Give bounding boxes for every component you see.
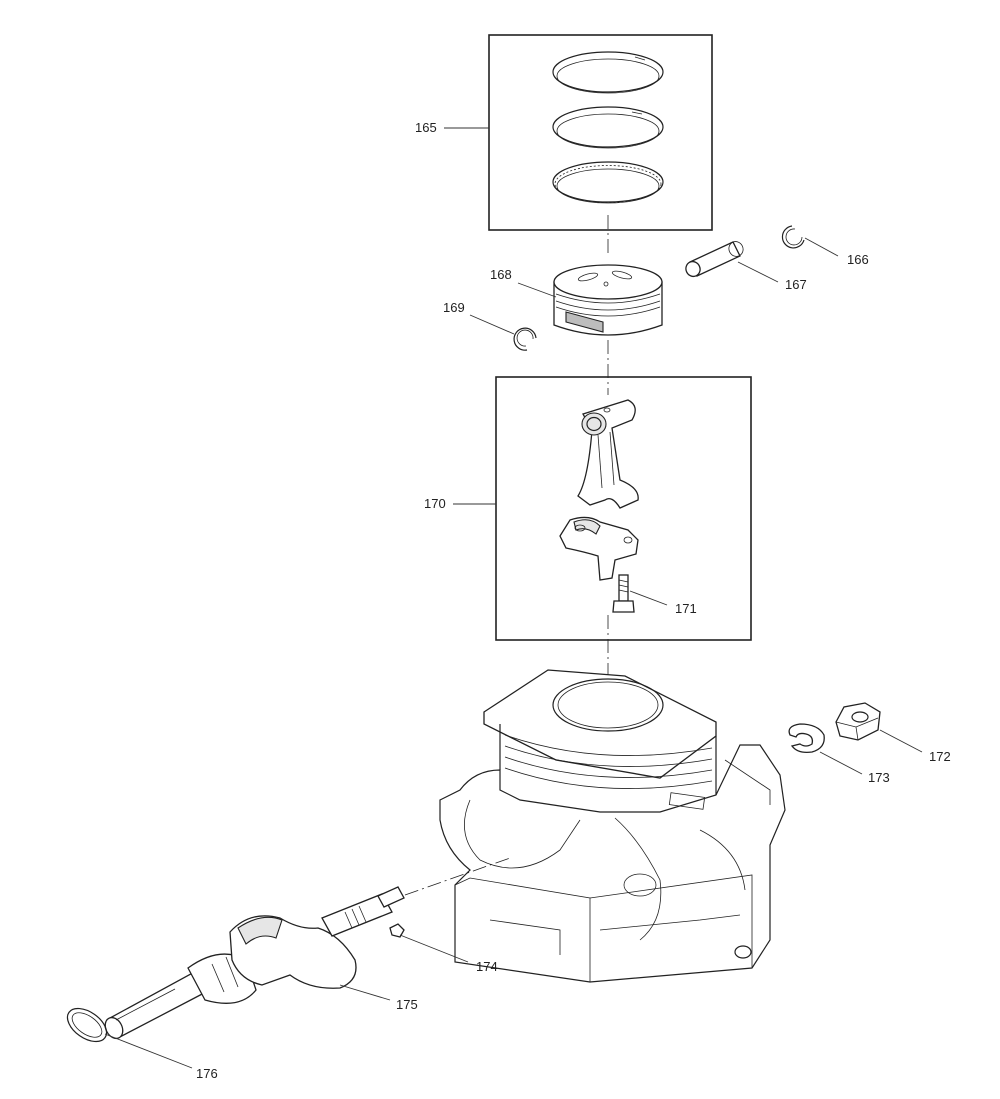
piston-pin-circlip-left[interactable]: [513, 327, 537, 351]
piston-ring-set-box: [488, 34, 713, 231]
hex-nut[interactable]: [835, 702, 881, 741]
leader-lines: [104, 127, 923, 1069]
callout-168: 168: [490, 267, 512, 282]
crankshaft[interactable]: [102, 886, 405, 1041]
callout-171: 171: [675, 601, 697, 616]
callout-labels: 165 166 167 168 169 170 171 172 173 174 …: [196, 120, 951, 1081]
callout-174: 174: [476, 959, 498, 974]
callout-173: 173: [868, 770, 890, 785]
callout-170: 170: [424, 496, 446, 511]
callout-167: 167: [785, 277, 807, 292]
connecting-rod-box: [495, 376, 752, 641]
oil-seal[interactable]: [62, 1002, 113, 1049]
callout-169: 169: [443, 300, 465, 315]
lock-washer[interactable]: [788, 723, 825, 754]
piston-ring-oil[interactable]: [552, 161, 664, 204]
piston-ring-top[interactable]: [552, 51, 664, 94]
piston-ring-middle[interactable]: [552, 106, 664, 149]
connecting-rod[interactable]: [577, 399, 639, 509]
callout-175: 175: [396, 997, 418, 1012]
piston-pin[interactable]: [683, 239, 745, 279]
piston-pin-circlip-right[interactable]: [781, 225, 805, 249]
callout-172: 172: [929, 749, 951, 764]
callout-166: 166: [847, 252, 869, 267]
connecting-rod-bolt[interactable]: [612, 574, 635, 613]
callout-176: 176: [196, 1066, 218, 1081]
woodruff-key[interactable]: [389, 923, 405, 938]
connecting-rod-cap[interactable]: [559, 516, 639, 581]
piston[interactable]: [553, 264, 663, 336]
cylinder-crankcase-block: [439, 669, 786, 983]
callout-165: 165: [415, 120, 437, 135]
